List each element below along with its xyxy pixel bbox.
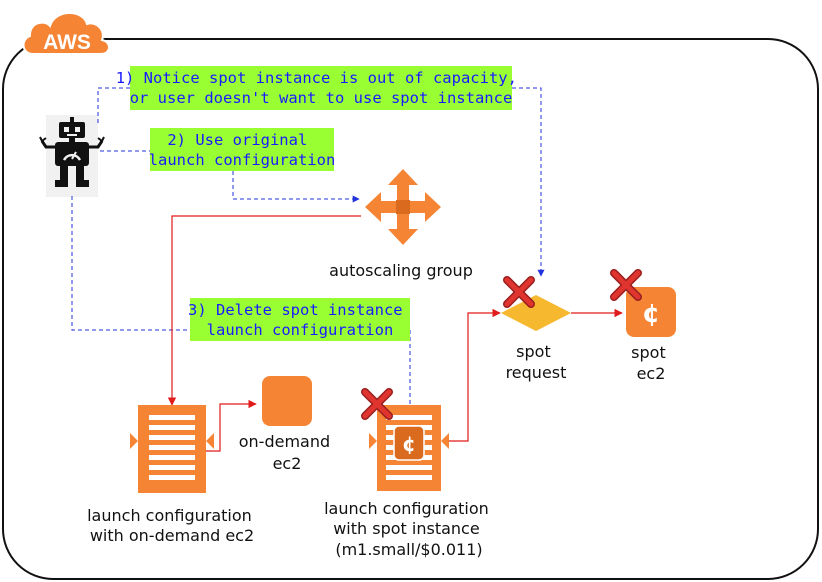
- spot-ec2-cent-glyph: ¢: [642, 299, 660, 329]
- ondemand-ec2-label: on-demand ec2: [239, 432, 335, 473]
- lc-spot-cent-glyph: ¢: [402, 432, 416, 456]
- note-step1: 1) Notice spot instance is out of capaci…: [116, 66, 527, 110]
- autoscaling-icon: [365, 169, 441, 245]
- note-step2: 2) Use original launch configuration: [149, 128, 336, 171]
- spot-request-icon: [501, 295, 571, 331]
- step2-connector: [100, 150, 360, 203]
- lc-spot-icon: ¢: [369, 405, 449, 491]
- spot-request-label: spot request: [506, 342, 567, 382]
- autoscaling-to-lc-ondemand-arrow: [167, 215, 361, 406]
- step1-connector: [97, 87, 545, 277]
- lc-ondemand-label: launch configuration with on-demand ec2: [87, 506, 257, 545]
- robot-icon: [39, 115, 105, 197]
- svg-text:2) Use original launch c: 2) Use original launch configuration: [149, 131, 336, 169]
- spot-ec2-label: spot ec2: [631, 343, 671, 383]
- aws-logo-text: AWS: [43, 31, 91, 54]
- lc-ondemand-icon: [130, 405, 214, 493]
- step3-connector: [71, 196, 414, 413]
- cross-icon-spot-ec2: [610, 269, 642, 301]
- ondemand-ec2-icon: [262, 376, 312, 426]
- aws-cloud-boundary: [2, 38, 819, 580]
- cross-icon-lc-spot: [361, 388, 393, 420]
- lc-spot-label: launch configuration with spot instance …: [324, 499, 494, 559]
- lc-ondemand-to-ec2-arrow: [206, 399, 257, 452]
- note-step3: 3) Delete spot instance launch configura…: [188, 298, 412, 341]
- cross-icon-spot-request: [503, 276, 535, 308]
- aws-logo: AWS: [22, 12, 110, 55]
- lc-spot-to-spot-request-arrow: [449, 308, 501, 442]
- svg-text:1) Notice spot instance is out: 1) Notice spot instance is out of capaci…: [116, 69, 527, 107]
- autoscaling-label: autoscaling group: [329, 261, 473, 280]
- svg-text:3) Delete spot instance: 3) Delete spot instance launch configura…: [188, 301, 412, 339]
